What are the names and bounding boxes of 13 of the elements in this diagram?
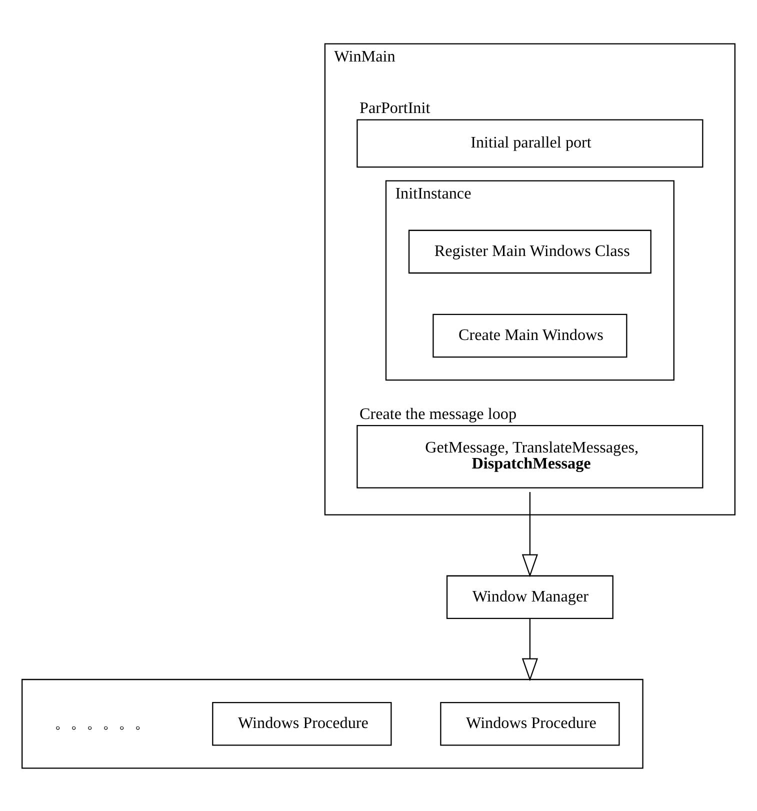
node-box: Windows Procedure — [440, 701, 620, 746]
cluster — [22, 678, 644, 768]
node-label: Create the message loop — [360, 405, 517, 422]
node-box: Create Main Windows — [432, 313, 628, 358]
label: 。。。。。。 — [54, 714, 150, 732]
node-box: GetMessage, TranslateMessages, DispatchMessage — [356, 424, 704, 488]
node-box: Windows Procedure — [212, 701, 392, 746]
node-box: Register Main Windows Class — [408, 229, 652, 274]
arrow — [522, 492, 538, 577]
node-box: Initial parallel port — [356, 118, 704, 168]
arrow — [522, 618, 538, 681]
node-label: ParPortInit — [360, 100, 430, 117]
node-box: Window Manager — [446, 574, 614, 619]
